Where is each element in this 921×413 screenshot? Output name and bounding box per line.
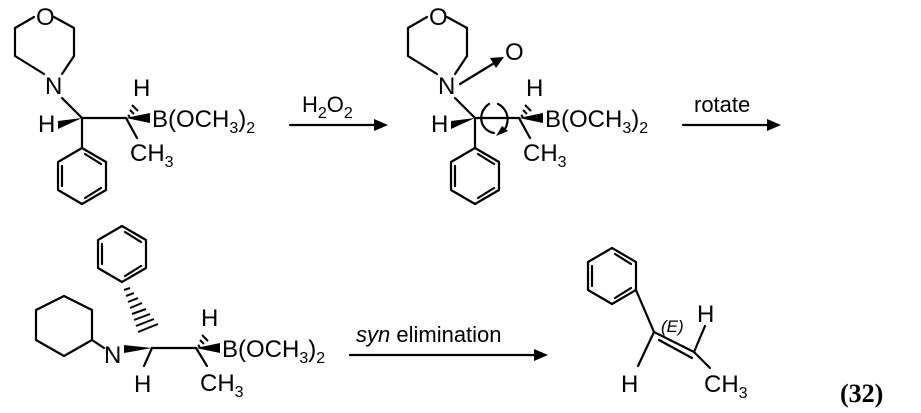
methyl-group-label: CH3	[130, 140, 174, 171]
boronate-group-label: B(OCH3)2	[152, 106, 255, 137]
molecule-4-e-alkene: H H CH3 (E)	[586, 246, 748, 402]
atom-hydrogen-label: H	[621, 371, 638, 398]
methyl-group-label: CH3	[200, 370, 244, 401]
atom-hydrogen-label: H	[431, 111, 448, 138]
atom-oxygen-label: O	[429, 4, 448, 31]
atom-hydrogen-label: H	[697, 301, 714, 328]
boronate-group-label: B(OCH3)2	[545, 106, 648, 137]
atom-nitrogen-label: N	[104, 342, 121, 369]
molecule-3-rotated-conformer: N H H B(OCH3)2 CH3	[34, 224, 325, 401]
e-stereo-descriptor: (E)	[661, 317, 684, 336]
atom-hydrogen-label: H	[526, 75, 543, 102]
molecule-2-n-oxide: O N O H H B(OCH3)2 CH3	[406, 4, 648, 206]
atom-nitrogen-label: N	[45, 73, 62, 100]
reagent-h2o2-label: H2O2	[302, 92, 353, 122]
boronate-group-label: B(OCH3)2	[222, 336, 325, 367]
molecule-1-morpholine-boronate: O N H H B(OCH3)2 CH3	[13, 4, 255, 206]
equation-number: (32)	[840, 379, 883, 408]
reaction-arrow-2: rotate	[681, 92, 781, 131]
methyl-group-label: CH3	[704, 371, 748, 402]
reaction-arrow-1: H2O2	[288, 92, 388, 131]
atom-hydrogen-label: H	[201, 305, 218, 332]
atom-hydrogen-label: H	[134, 371, 151, 398]
atom-oxygen-label: O	[505, 39, 524, 66]
syn-elimination-label: syn elimination	[356, 322, 502, 347]
reaction-arrow-3: syn elimination	[348, 322, 548, 361]
rotate-label: rotate	[694, 92, 750, 117]
atom-hydrogen-label: H	[38, 111, 55, 138]
atom-oxygen-label: O	[36, 4, 55, 31]
atom-nitrogen-label: N	[438, 73, 455, 100]
atom-hydrogen-label: H	[133, 75, 150, 102]
methyl-group-label: CH3	[523, 140, 567, 171]
